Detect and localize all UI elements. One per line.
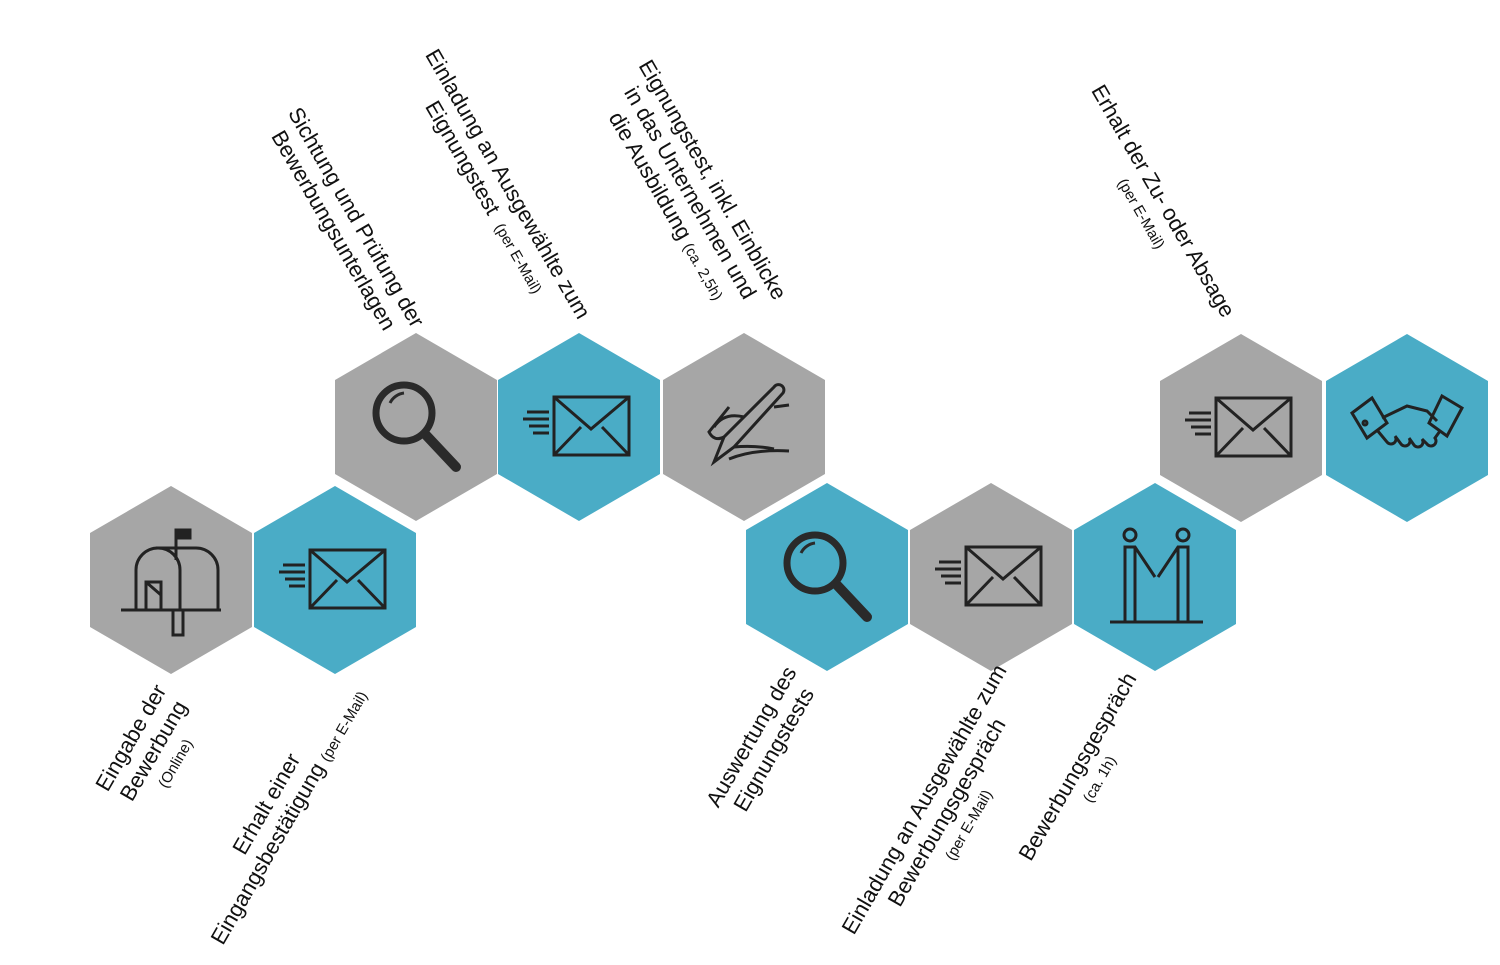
label-line: Einladung an Ausgewählte zum: [420, 44, 596, 323]
envelope-icon: [277, 548, 387, 610]
step-7-hexagon: [910, 483, 1072, 671]
step-10-hexagon: [1326, 334, 1488, 522]
handshake-icon: [1350, 393, 1464, 449]
envelope-icon: [1183, 396, 1293, 458]
magnifier-icon: [356, 367, 476, 487]
step-3-hexagon: [335, 333, 497, 521]
step-9-hexagon: [1160, 334, 1322, 522]
label-note: (per E-Mail): [1113, 175, 1168, 253]
meeting-people-icon: [1110, 527, 1203, 624]
step-2-hexagon: [254, 486, 416, 674]
magnifier-icon: [767, 517, 887, 637]
step-6-hexagon: [746, 483, 908, 671]
step-1-hexagon: [90, 486, 252, 674]
writing-hand-icon: [707, 383, 790, 467]
label-line: Bewerbungsgespräch: [882, 713, 1011, 911]
label-line: Bewerbungsunterlagen: [266, 125, 402, 335]
label-line: in das Unternehmen und: [619, 82, 762, 304]
step-4-hexagon: [498, 333, 660, 521]
label-line: Erhalt einer: [227, 748, 306, 859]
step-8-hexagon: [1074, 483, 1236, 671]
label-line: Erhalt der Zu- oder Absage: [1086, 80, 1241, 322]
envelope-icon: [521, 395, 631, 457]
mailbox-icon: [121, 528, 221, 637]
step-5-hexagon: [663, 333, 825, 521]
envelope-icon: [933, 545, 1043, 607]
